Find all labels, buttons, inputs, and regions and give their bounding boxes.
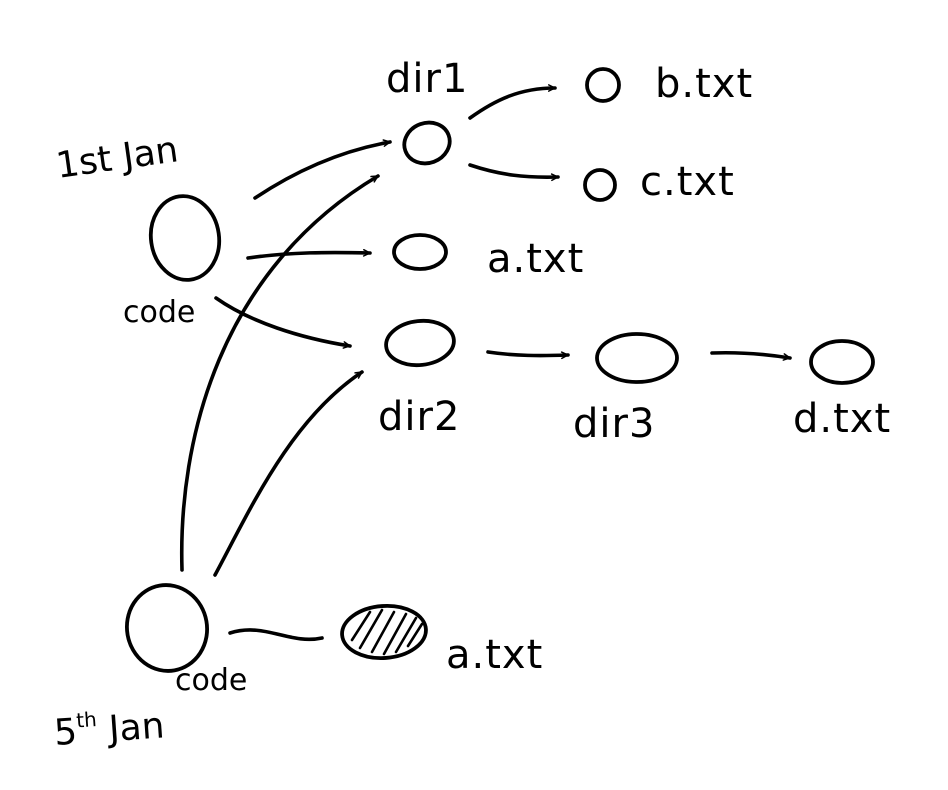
edge-code2-dir2 <box>213 370 364 577</box>
edge-code1-a-txt <box>246 248 372 260</box>
node-b-txt <box>585 67 621 103</box>
label-dir2: dir2 <box>378 394 460 440</box>
snapshot-label-5th-sup: th <box>75 707 97 732</box>
node-dir2 <box>384 318 456 368</box>
node-c-txt <box>583 168 617 202</box>
node-d-txt <box>809 339 875 385</box>
label-b-txt: b.txt <box>655 61 753 107</box>
node-code-5th-jan <box>125 583 209 673</box>
edge-dir3-d-txt <box>710 350 792 361</box>
label-dir3: dir3 <box>573 401 655 447</box>
label-a-txt-old: a.txt <box>487 236 584 282</box>
snapshot-label-5th-jan: 5th Jan <box>53 702 166 754</box>
node-code-1st-jan <box>148 194 222 282</box>
label-d-txt: d.txt <box>793 396 891 442</box>
label-c-txt: c.txt <box>640 159 735 205</box>
node-dir3 <box>595 332 679 384</box>
edge-code2-a-txt-new <box>228 628 324 642</box>
label-code-5th-jan: code <box>175 663 247 698</box>
edge-code1-dir2 <box>214 296 352 349</box>
edge-code2-dir1 <box>179 174 380 572</box>
label-a-txt-new: a.txt <box>446 632 543 678</box>
snapshot-label-5th-month: Jan <box>96 705 166 751</box>
label-code-1st-jan: code <box>123 295 195 330</box>
label-dir1: dir1 <box>386 56 468 102</box>
edge-dir1-c-txt <box>468 163 560 182</box>
edge-dir1-b-txt <box>468 84 557 120</box>
edge-dir2-dir3 <box>486 350 570 360</box>
edge-code1-dir1 <box>253 139 392 200</box>
node-dir1 <box>402 120 452 166</box>
snapshot-label-1st-jan: 1st Jan <box>54 129 181 187</box>
node-a-txt-new <box>340 603 428 661</box>
node-a-txt-old <box>392 233 448 271</box>
snapshot-label-5th-day: 5 <box>53 711 79 753</box>
